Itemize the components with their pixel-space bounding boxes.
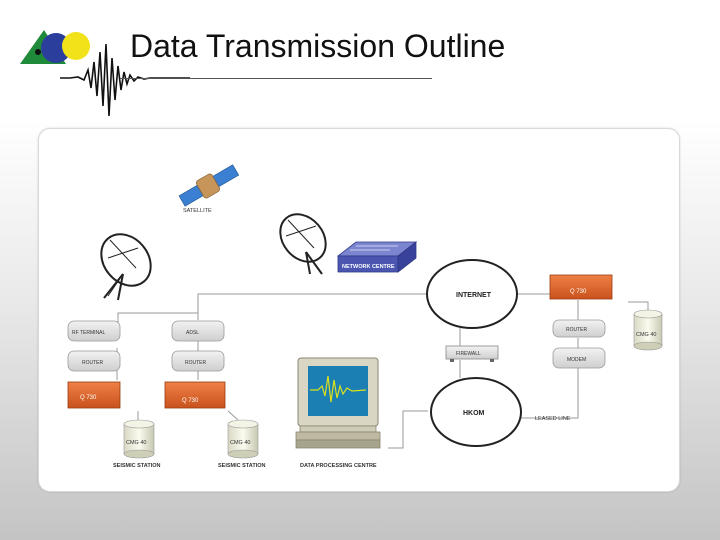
- left-router-device: [67, 350, 121, 372]
- middle-router-label: ROUTER: [185, 360, 207, 366]
- network-centre-switch-icon: [336, 241, 418, 273]
- left-q730-label: Q 730: [80, 395, 97, 401]
- line-cmg-right: [628, 301, 649, 310]
- left-q730-device: [67, 381, 121, 409]
- satellite-icon: [178, 164, 240, 207]
- network-diagram: SATELLITE NETWORK CENTRE INTERNET FIREWA…: [67, 164, 663, 469]
- internet-cloud: [426, 259, 518, 329]
- line-dpc-hkom: [388, 410, 428, 449]
- modem-label: MODEM: [567, 357, 586, 363]
- middle-q730-device: [164, 381, 226, 409]
- middle-cmg40-label: CMG 40: [230, 440, 250, 446]
- satellite-dish-middle-icon: [279, 213, 327, 275]
- rf-terminal-device: [67, 320, 121, 342]
- data-processing-computer-icon: [295, 357, 381, 449]
- satellite-label: SATELLITE: [183, 208, 212, 214]
- right-q730-device: [549, 274, 613, 300]
- logo-dot: [35, 49, 41, 55]
- right-q730-label: Q 730: [570, 289, 587, 295]
- right-cmg40-label: CMG 40: [636, 332, 656, 338]
- middle-station-label: SEISMIC STATION: [218, 463, 265, 469]
- organization-logo: [20, 30, 90, 64]
- left-cmg40-sensor: [123, 419, 155, 459]
- network-centre-label: NETWORK CENTRE: [342, 264, 395, 270]
- firewall-label: FIREWALL: [456, 351, 481, 357]
- modem-device: [552, 347, 606, 369]
- middle-q730-label: Q 730: [182, 398, 199, 404]
- hkom-cloud: [430, 377, 522, 447]
- middle-router-device: [171, 350, 225, 372]
- leased-line-label: LEASED LINE: [535, 416, 571, 422]
- page-title: Data Transmission Outline: [130, 28, 506, 64]
- left-station-label: SEISMIC STATION: [113, 463, 160, 469]
- hkom-label: HKOM: [463, 410, 485, 417]
- left-cmg40-label: CMG 40: [126, 440, 146, 446]
- internet-label: INTERNET: [456, 292, 492, 299]
- line-adsl-internet: [197, 293, 428, 320]
- satellite-dish-left-icon: [100, 233, 152, 301]
- adsl-label: ADSL: [186, 330, 199, 336]
- right-router-device: [552, 319, 606, 338]
- right-router-label: ROUTER: [566, 327, 588, 333]
- left-router-label: ROUTER: [82, 360, 104, 366]
- rf-terminal-label: RF TERMINAL: [72, 330, 105, 336]
- waveform-display: [310, 375, 367, 403]
- logo-yellow-circle: [62, 32, 90, 60]
- line-middle-cmg: [227, 410, 239, 421]
- middle-cmg40-sensor: [227, 419, 259, 459]
- firewall-device-icon: [445, 345, 499, 362]
- line-hkom-modem: [503, 366, 579, 419]
- title-underline: [120, 78, 432, 79]
- seismograph-trace-icon: [60, 43, 190, 117]
- adsl-device: [171, 320, 225, 342]
- data-processing-label: DATA PROCESSING CENTRE: [300, 463, 377, 469]
- right-cmg40-sensor: [633, 309, 663, 351]
